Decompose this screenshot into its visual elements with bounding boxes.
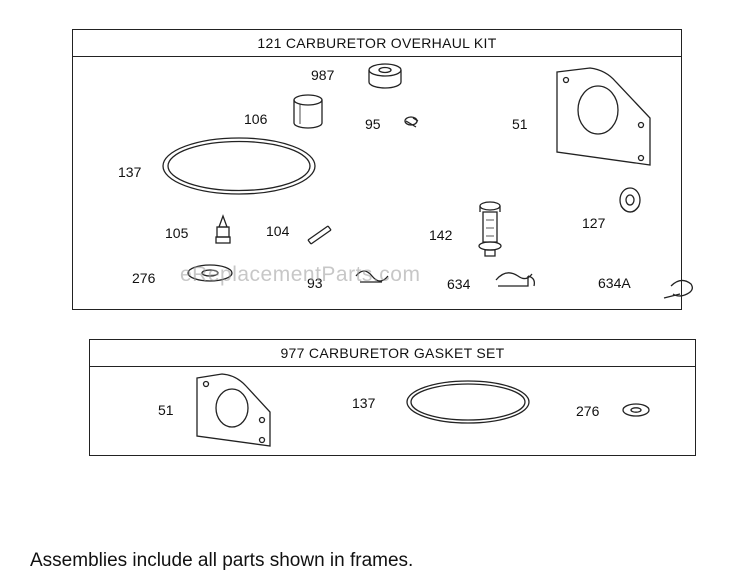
gasket-set-frame: 977 CARBURETOR GASKET SET: [89, 339, 696, 456]
label-127: 127: [582, 215, 606, 231]
part-127-drawing: [619, 187, 641, 213]
gasket-137-drawing: [406, 380, 530, 424]
label-105: 105: [165, 225, 189, 241]
part-634a-drawing: [663, 279, 693, 299]
gasket-label-51: 51: [158, 402, 174, 418]
part-105-drawing: [215, 214, 231, 244]
gasket-label-276: 276: [576, 403, 600, 419]
part-137-drawing: [162, 137, 316, 195]
part-142-drawing: [478, 201, 502, 257]
part-987-drawing: [368, 63, 402, 89]
part-106-drawing: [293, 94, 323, 129]
gasket-label-137: 137: [352, 395, 376, 411]
label-276: 276: [132, 270, 156, 286]
gasket-set-title: 977 CARBURETOR GASKET SET: [90, 340, 695, 367]
label-95: 95: [365, 116, 381, 132]
overhaul-kit-title: 121 CARBURETOR OVERHAUL KIT: [73, 30, 681, 57]
label-987: 987: [311, 67, 335, 83]
watermark: eReplacementParts.com: [180, 263, 421, 286]
part-104-drawing: [307, 225, 332, 245]
label-137: 137: [118, 164, 142, 180]
gasket-51-drawing: [196, 373, 271, 447]
part-634-drawing: [495, 272, 536, 287]
part-93-drawing: [355, 270, 389, 283]
footer-note: Assemblies include all parts shown in fr…: [30, 550, 414, 571]
label-51: 51: [512, 116, 528, 132]
label-93: 93: [307, 275, 323, 291]
label-104: 104: [266, 223, 290, 239]
label-634: 634: [447, 276, 471, 292]
gasket-276-drawing: [622, 403, 650, 417]
label-142: 142: [429, 227, 453, 243]
part-276-drawing: [187, 264, 233, 282]
part-51-drawing: [556, 67, 651, 166]
label-634a: 634A: [598, 275, 631, 291]
label-106: 106: [244, 111, 268, 127]
part-95-drawing: [404, 116, 419, 128]
